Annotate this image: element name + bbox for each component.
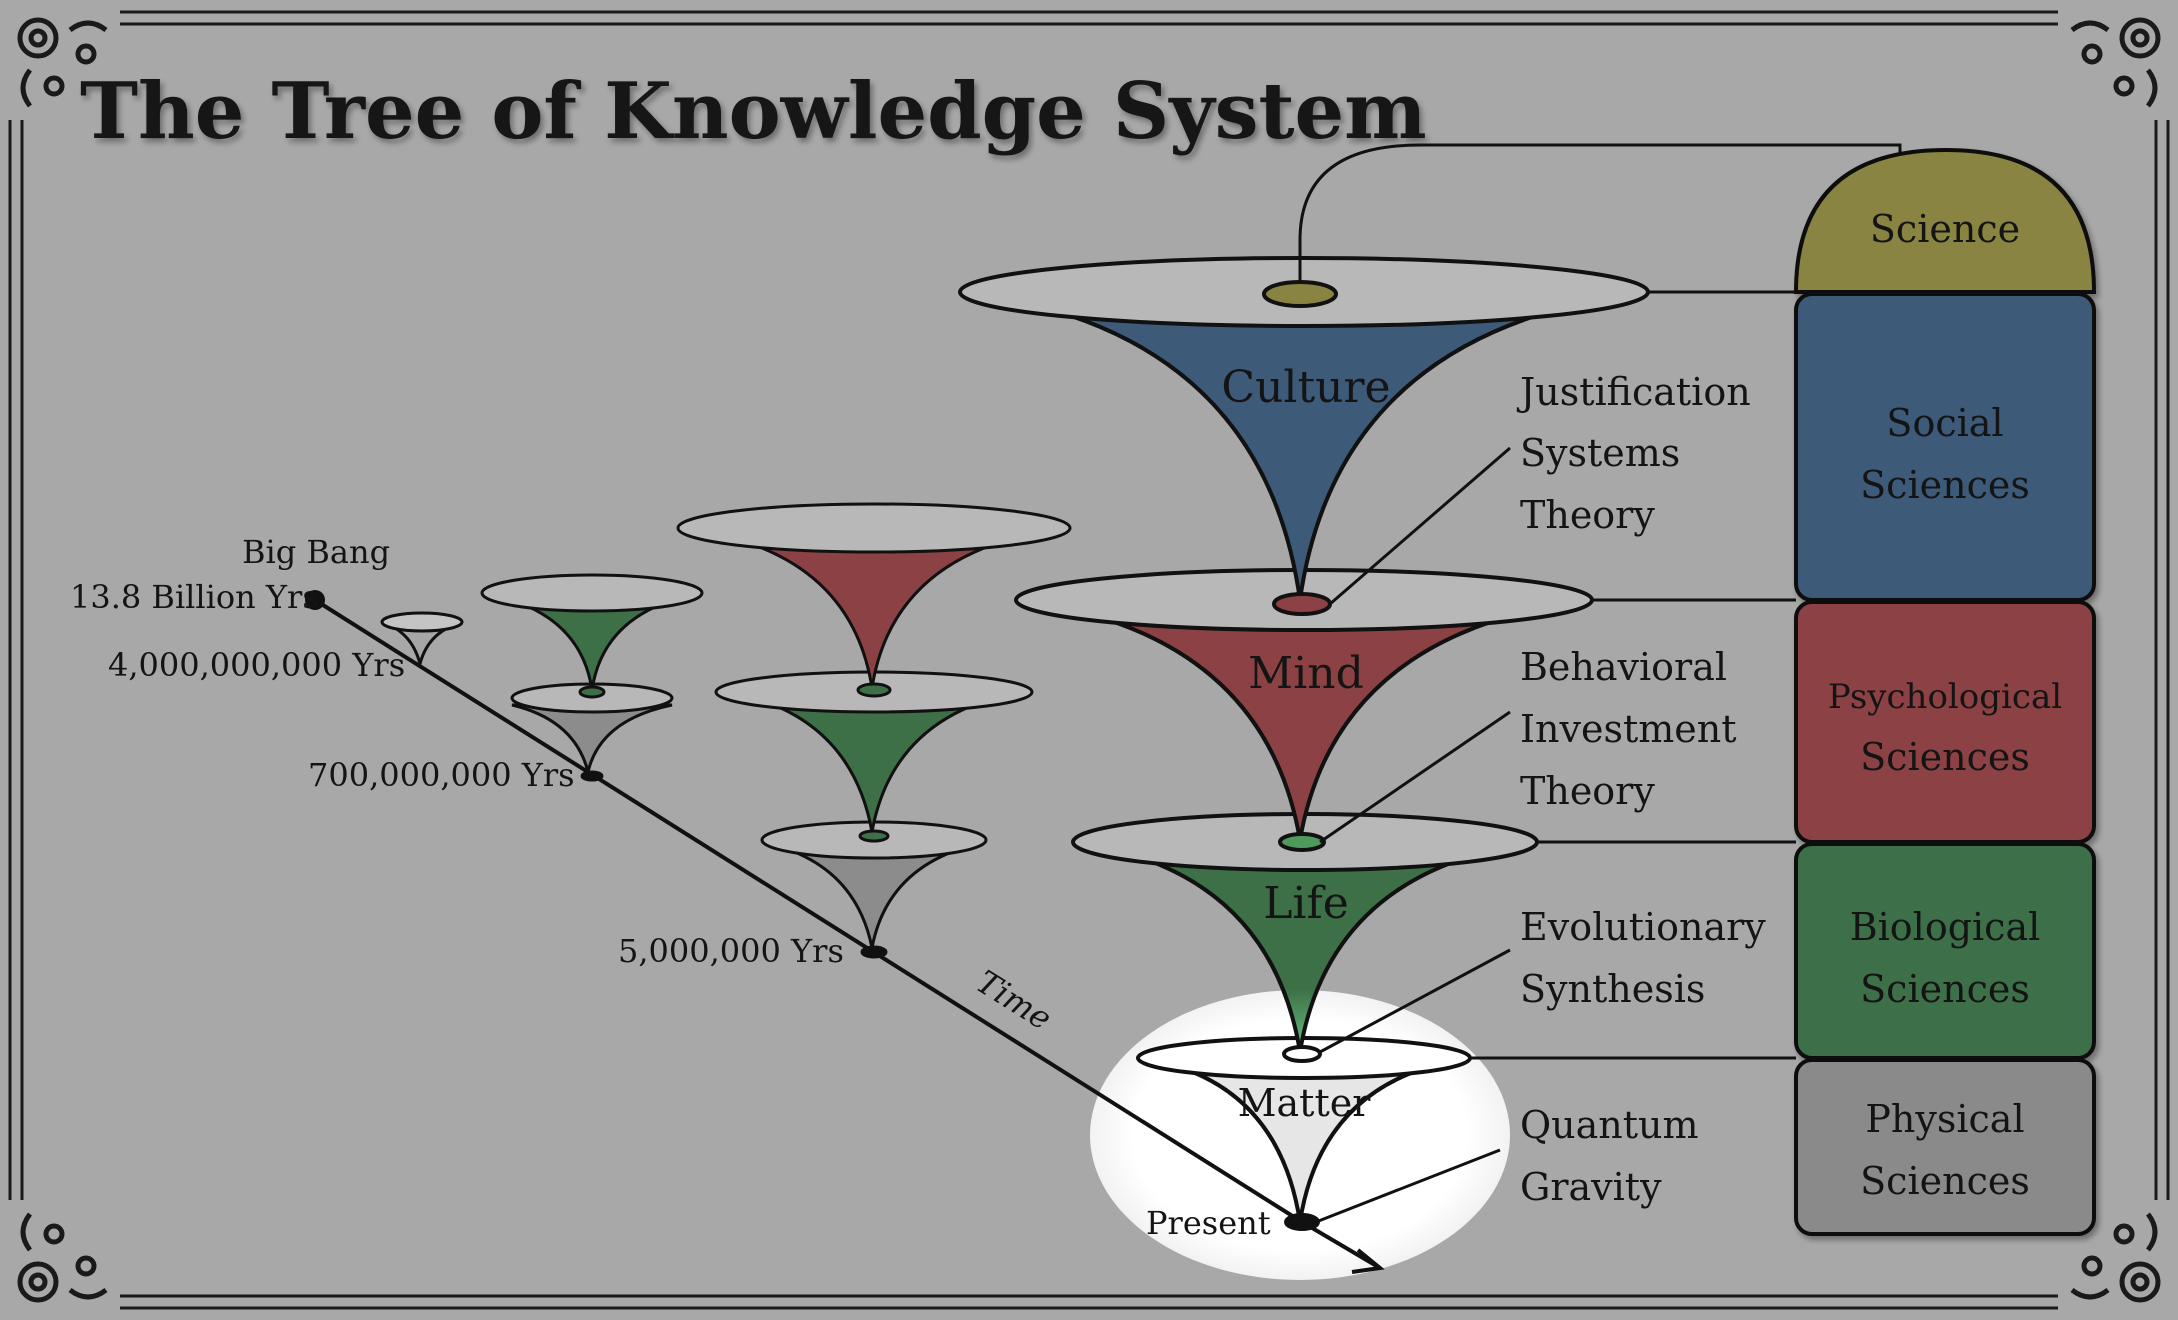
psych-label-1: Psychological [1828, 677, 2062, 717]
physical-sciences-box [1794, 1058, 2096, 1236]
qg-line2: Gravity [1520, 1165, 1662, 1209]
bit-line3: Theory [1520, 769, 1655, 813]
time-700m-label: 700,000,000 Yrs [308, 756, 575, 794]
ornament-top-right-icon [2070, 17, 2161, 108]
science-column [1793, 147, 2097, 1236]
present-label: Present [1146, 1204, 1271, 1242]
qg-line1: Quantum [1520, 1103, 1699, 1147]
ornament-bottom-right-icon [2070, 1212, 2161, 1303]
jst-line1: Justification [1516, 370, 1751, 414]
psychological-sciences-box [1794, 600, 2096, 844]
jst-line2: Systems [1520, 431, 1680, 475]
page-title: The Tree of Knowledge System [80, 66, 1427, 157]
big-bang-label: Big Bang [242, 533, 390, 571]
ornament-bottom-left-icon [17, 1212, 108, 1303]
time-4b-label: 4,000,000,000 Yrs [108, 646, 405, 684]
rim-connectors [1470, 290, 1796, 1060]
phys-label-1: Physical [1865, 1097, 2024, 1141]
ornament-top-left-icon [17, 17, 108, 108]
matter-label: Matter [1238, 1081, 1372, 1125]
evo-line2: Synthesis [1520, 967, 1705, 1011]
time-axis [313, 598, 1385, 1274]
timeline-cone-3 [676, 502, 1072, 959]
bio-label-1: Biological [1850, 905, 2041, 949]
timeline-cone-2 [480, 573, 704, 782]
frame-border [8, 10, 2170, 1310]
bit-line1: Behavioral [1520, 645, 1727, 689]
social-label-1: Social [1886, 401, 2003, 445]
time-5m-label: 5,000,000 Yrs [618, 932, 844, 970]
life-label: Life [1263, 878, 1349, 929]
science-connector [1298, 143, 1902, 282]
phys-label-2: Sciences [1860, 1159, 2030, 1203]
social-sciences-box [1794, 292, 2096, 602]
science-label: Science [1870, 207, 2020, 251]
jst-line3: Theory [1520, 493, 1655, 537]
evo-line1: Evolutionary [1520, 905, 1766, 949]
mind-label: Mind [1248, 648, 1364, 699]
big-bang-dot [305, 590, 325, 610]
science-dome [1793, 147, 2097, 294]
psych-label-2: Sciences [1860, 735, 2030, 779]
biological-sciences-box [1794, 842, 2096, 1060]
theory-pointers [1315, 446, 1511, 1224]
big-bang-age-label: 13.8 Billion Yrs [70, 578, 319, 616]
culture-label: Culture [1221, 362, 1390, 413]
timeline-cone-1 [380, 611, 464, 665]
bio-label-2: Sciences [1860, 967, 2030, 1011]
social-label-2: Sciences [1860, 463, 2030, 507]
bit-line2: Investment [1520, 707, 1736, 751]
time-axis-label: Time [970, 963, 1059, 1038]
